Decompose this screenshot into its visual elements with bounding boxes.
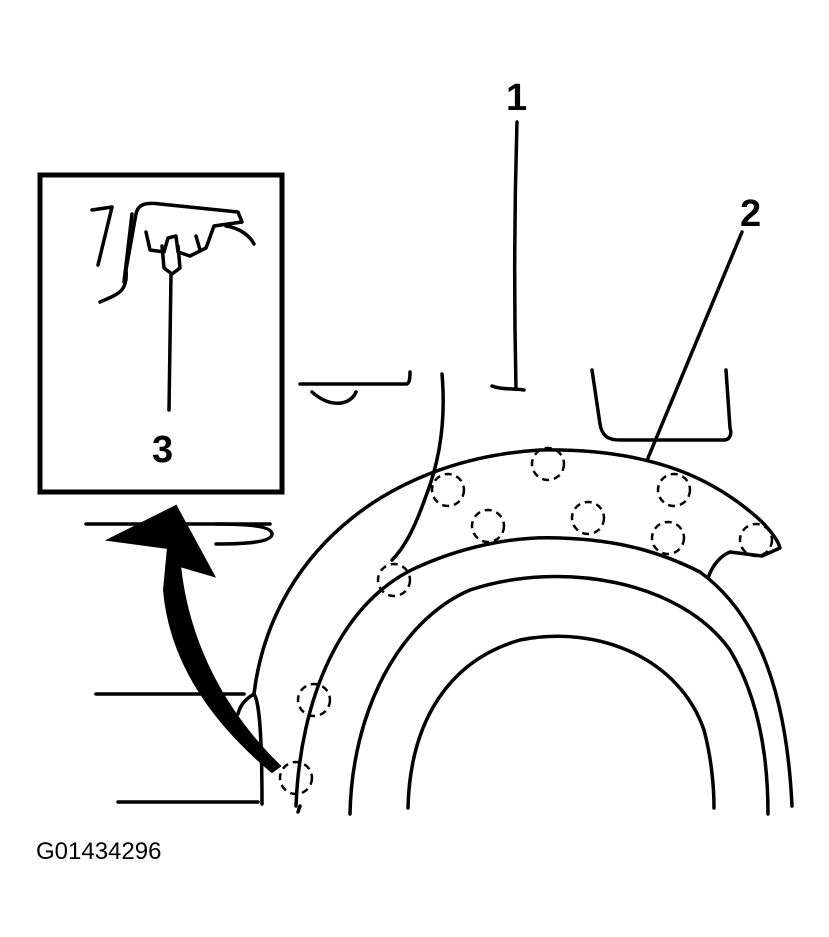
clip-marker: [656, 472, 692, 508]
leader-1: [490, 120, 526, 392]
callout-2: 2: [740, 193, 761, 235]
clip-marker: [296, 682, 332, 718]
callout-1: 1: [506, 77, 527, 119]
inset-frame: [37, 172, 285, 495]
leader-3: [167, 272, 173, 412]
callout-3: 3: [152, 429, 173, 471]
clip-marker: [650, 520, 686, 556]
leader-2: [646, 230, 744, 460]
clip-marker: [470, 508, 506, 544]
figure-code: G01434296: [36, 838, 162, 865]
clip-marker: [430, 472, 466, 508]
clip-marker: [278, 760, 314, 796]
detail-arrow: [104, 504, 282, 774]
clip-marker: [530, 446, 566, 482]
fender-liner: [236, 448, 794, 816]
clip-marker: [376, 562, 412, 598]
inset-detail: 3: [37, 172, 285, 495]
inset-clip-illustration: [90, 201, 256, 304]
clip-locations: [278, 446, 774, 796]
clip-marker: [738, 522, 774, 558]
clip-marker: [570, 500, 606, 536]
